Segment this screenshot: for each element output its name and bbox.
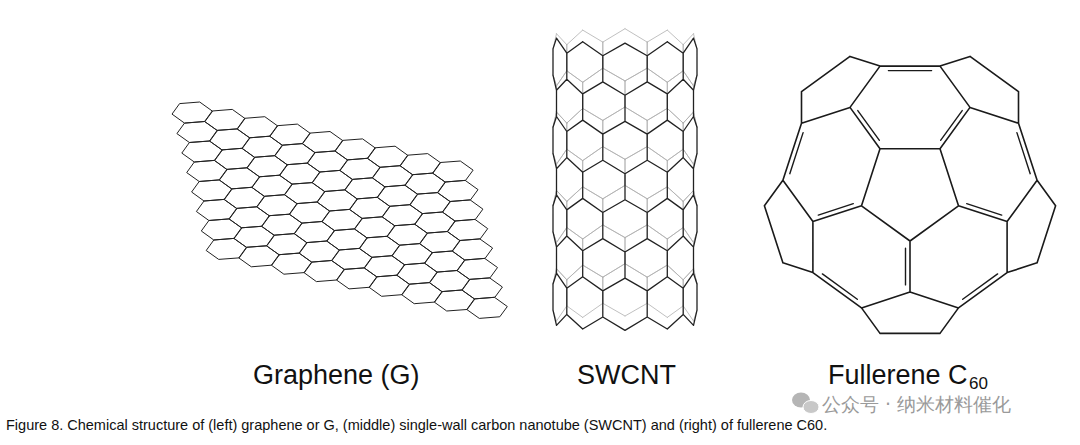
figure-caption: Figure 8. Chemical structure of (left) g… <box>6 417 827 433</box>
nanotube-drawing <box>553 29 697 331</box>
watermark-icon <box>792 393 819 414</box>
c60-bonds <box>764 56 1055 333</box>
figure-label: Graphene (G) <box>253 360 420 391</box>
watermark: 公众号 · 纳米材料催化 <box>822 392 1011 418</box>
figure-label: SWCNT <box>577 360 676 391</box>
figure-label: Fullerene C <box>828 360 968 391</box>
graphene-sheet <box>172 102 507 318</box>
c60-double-bonds <box>790 71 1030 300</box>
fullerene-ball <box>764 56 1055 333</box>
subscript-number: 60 <box>969 374 988 394</box>
tube-front-bonds <box>553 38 697 330</box>
hexagon-lattice <box>172 102 507 318</box>
